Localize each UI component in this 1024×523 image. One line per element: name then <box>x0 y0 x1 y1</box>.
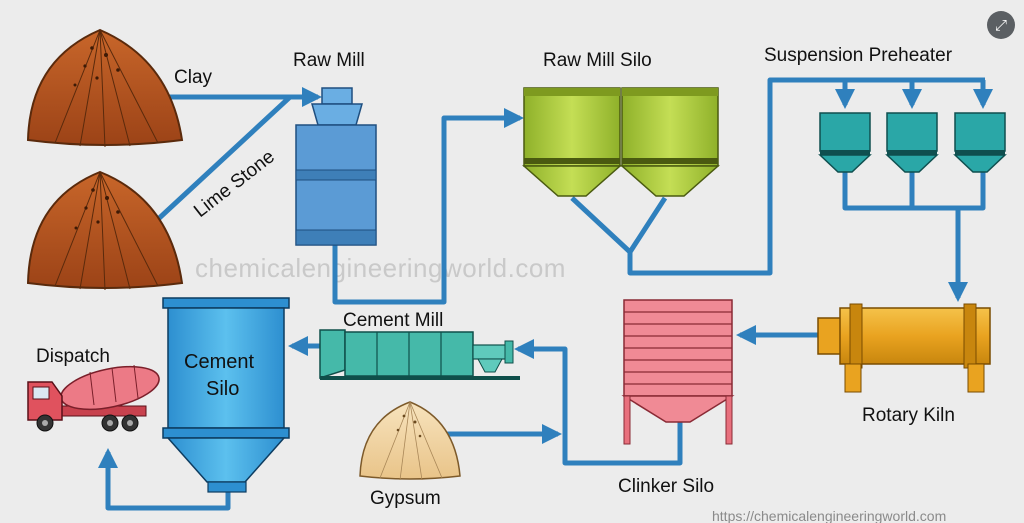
arrow-silo-to-preheater <box>570 196 668 255</box>
raw-mill-label: Raw Mill <box>293 50 365 71</box>
preheater-cyclone-3 <box>953 112 1007 173</box>
limestone-pile <box>26 170 184 291</box>
raw-mill-silo-right <box>620 87 720 197</box>
gypsum-pile <box>359 401 461 481</box>
clinker-silo-label: Clinker Silo <box>618 476 714 497</box>
raw-mill-silo-left <box>522 87 622 197</box>
suspension-preheater <box>818 112 1007 173</box>
arrow-rawmill-to-silo <box>332 108 524 305</box>
cement-silo-label-1: Cement <box>184 351 254 373</box>
dispatch-truck <box>27 364 160 432</box>
arrow-limestone-to-rawmill <box>153 95 292 224</box>
arrow-silo-to-dispatch <box>98 448 231 511</box>
cement-mill-label: Cement Mill <box>343 310 443 331</box>
clay-pile <box>26 28 184 148</box>
preheater-cyclone-1 <box>818 112 872 173</box>
rotary-kiln <box>817 303 991 393</box>
suspension-preheater-label: Suspension Preheater <box>764 45 953 66</box>
source-url: https://chemicalengineeringworld.com <box>712 508 946 523</box>
raw-mill-silo-label: Raw Mill Silo <box>543 50 652 71</box>
raw-mill-silo <box>522 87 720 197</box>
clinker-silo <box>621 299 735 445</box>
watermark: chemicalengineeringworld.com <box>195 253 566 283</box>
dispatch-label: Dispatch <box>36 346 110 367</box>
cement-mill <box>319 329 520 380</box>
flow-lines <box>98 77 993 511</box>
expand-collapse-icon[interactable]: ⤢ <box>987 11 1015 39</box>
cement-silo <box>162 297 290 493</box>
arrow-clinker-to-mill <box>514 339 683 466</box>
arrow-silo-out <box>627 77 985 276</box>
gypsum-label: Gypsum <box>370 488 441 509</box>
rotary-kiln-label: Rotary Kiln <box>862 405 955 426</box>
clay-label: Clay <box>174 67 213 88</box>
cement-silo-label-2: Silo <box>206 378 239 400</box>
limestone-label: Lime Stone <box>190 146 279 222</box>
preheater-cyclone-2 <box>885 112 939 173</box>
raw-mill <box>295 87 377 246</box>
